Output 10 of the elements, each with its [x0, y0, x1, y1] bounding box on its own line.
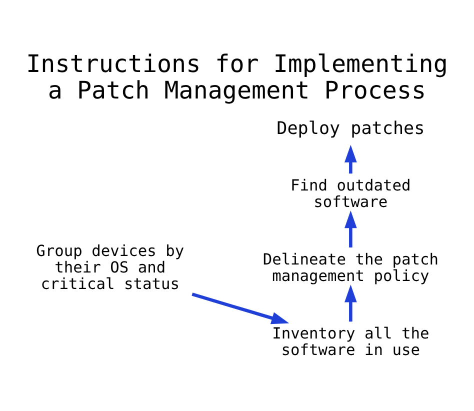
- diagram-title: Instructions for Implementing a Patch Management Process: [26, 50, 448, 104]
- arrow: [192, 292, 290, 324]
- node-text: Inventory all the software in use: [272, 324, 430, 359]
- node-text: Group devices by their OS and critical status: [36, 242, 184, 293]
- node-text: Find outdated software: [290, 176, 411, 210]
- node-text: Deploy patches: [276, 118, 425, 138]
- arrow: [344, 284, 357, 322]
- arrow: [344, 144, 357, 174]
- node-text: Delineate the patch management policy: [262, 250, 439, 284]
- arrow: [344, 210, 357, 247]
